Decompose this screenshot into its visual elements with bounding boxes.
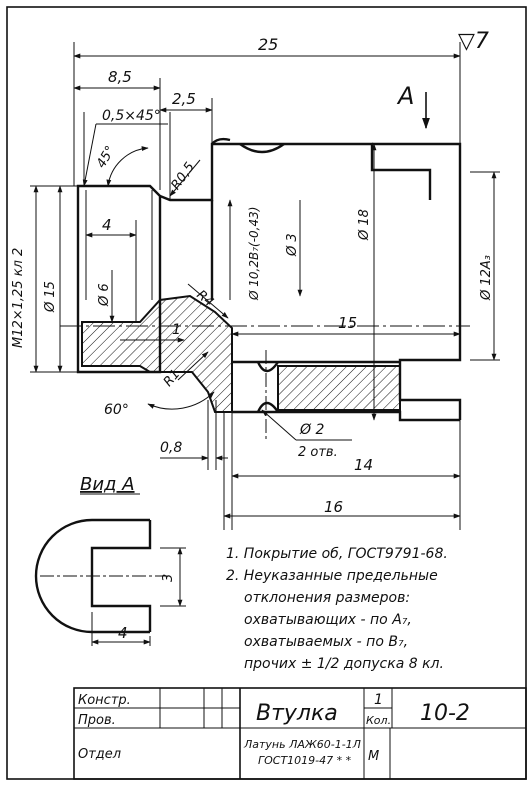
title-block-constructor-label: Констр. xyxy=(78,693,131,708)
note-line-4: охватывающих - по А₇, xyxy=(244,612,412,628)
dim-length-4: 4 xyxy=(102,216,112,234)
title-block-checked-label: Пров. xyxy=(78,713,116,728)
dim-diameter-18: Ø 18 xyxy=(357,209,372,241)
dim-length-16: 16 xyxy=(324,498,343,516)
part-quantity: 1 xyxy=(374,692,383,708)
note-line-3: отклонения размеров: xyxy=(244,590,410,606)
dim-thread: M12×1,25 кл 2 xyxy=(11,248,26,348)
dim-diameter-6: Ø 6 xyxy=(97,283,112,307)
dim-radius-r0-5: R0,5 xyxy=(169,160,198,193)
part-outline xyxy=(76,137,462,422)
dim-diameter-15: Ø 15 xyxy=(43,281,58,313)
notes-block: 1. Покрытие об, ГОСТ9791-68. 2. Неуказан… xyxy=(226,546,448,672)
note-line-2: 2. Неуказанные предельные xyxy=(226,568,438,584)
dim-diameter-2: Ø 2 xyxy=(299,422,324,438)
view-a-dim-4: 4 xyxy=(118,624,128,642)
view-a-dim-3: 3 xyxy=(161,574,176,582)
dim-overall-length: 25 xyxy=(258,35,278,54)
note-line-6: прочих ± 1/2 допуска 8 кл. xyxy=(244,656,444,672)
part-name: Втулка xyxy=(256,701,338,726)
dimension-lines xyxy=(30,42,500,530)
quantity-label: Кол. xyxy=(366,714,391,727)
dim-two-holes: 2 отв. xyxy=(298,445,338,460)
dim-diameter-10-2: Ø 10,2В₇(-0,43) xyxy=(247,207,261,301)
dim-length-0-8: 0,8 xyxy=(160,440,182,456)
material-line-1: Латунь ЛАЖ60-1-1Л xyxy=(243,738,361,751)
drawing-number: 10-2 xyxy=(420,701,470,726)
dim-length-1: 1 xyxy=(172,322,181,338)
dim-diameter-12: Ø 12А₃ xyxy=(479,255,494,301)
dim-length-8-5: 8,5 xyxy=(108,68,132,86)
dim-length-15: 15 xyxy=(338,314,357,332)
title-block xyxy=(73,687,527,780)
dim-length-2-5: 2,5 xyxy=(172,90,196,108)
view-a-sketch xyxy=(34,518,186,646)
view-arrow-label: A xyxy=(396,82,414,110)
center-lines xyxy=(60,325,470,440)
scale-mark: М xyxy=(368,749,379,764)
section-hatching xyxy=(81,294,401,413)
dim-angle-60: 60° xyxy=(104,402,129,418)
note-line-1: 1. Покрытие об, ГОСТ9791-68. xyxy=(226,546,448,562)
material-line-2: ГОСТ1019-47 * * xyxy=(258,754,352,767)
dim-diameter-3: Ø 3 xyxy=(285,233,300,257)
dim-chamfer: 0,5×45° xyxy=(102,108,161,124)
note-line-5: охватываемых - по В₇, xyxy=(244,634,408,650)
view-a-title: Вид А xyxy=(80,474,135,495)
title-block-department-label: Отдел xyxy=(78,747,121,762)
surface-finish-mark: ▽7 xyxy=(458,29,489,54)
dim-length-14: 14 xyxy=(354,456,373,474)
